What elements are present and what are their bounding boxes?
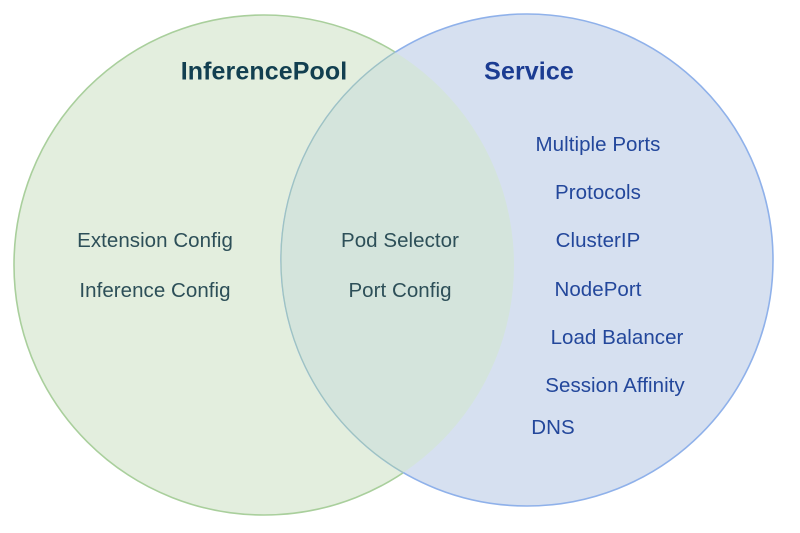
item-session-affinity: Session Affinity bbox=[545, 374, 685, 397]
set-title-service: Service bbox=[484, 57, 574, 86]
item-multiple-ports: Multiple Ports bbox=[535, 133, 661, 156]
item-clusterip: ClusterIP bbox=[555, 229, 641, 252]
item-extension-config: Extension Config bbox=[77, 229, 233, 252]
item-port-config: Port Config bbox=[348, 279, 452, 302]
set-title-inferencepool: InferencePool bbox=[180, 57, 348, 86]
circle-intersection[interactable] bbox=[280, 14, 773, 507]
item-load-balancer: Load Balancer bbox=[550, 326, 684, 349]
item-inference-config: Inference Config bbox=[79, 279, 231, 302]
item-nodeport: NodePort bbox=[554, 278, 642, 301]
item-dns: DNS bbox=[531, 416, 575, 439]
item-protocols: Protocols bbox=[555, 181, 641, 204]
item-pod-selector: Pod Selector bbox=[341, 229, 459, 252]
